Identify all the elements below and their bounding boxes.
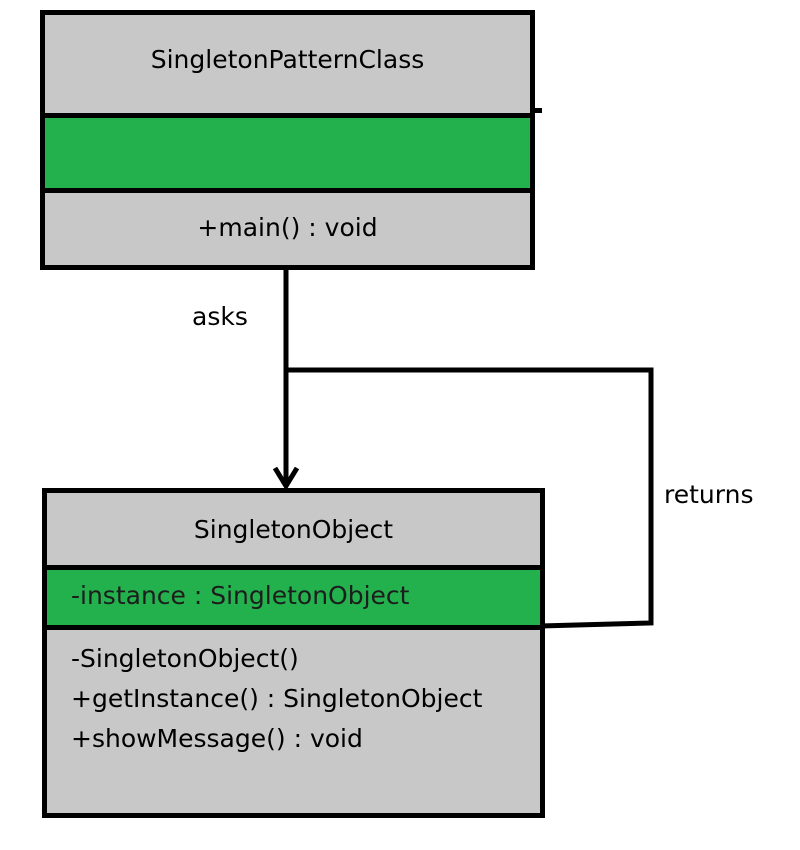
class-divider [45, 188, 530, 193]
class-name: SingletonObject [193, 515, 394, 544]
class-divider [45, 113, 530, 118]
method-constructor: -SingletonObject() [71, 644, 299, 673]
class-divider [47, 565, 540, 570]
attributes-compartment: -instance : SingletonObject [47, 570, 540, 625]
method-main: +main() : void [197, 213, 378, 242]
returns-line [286, 367, 654, 629]
divider-overhang [530, 108, 542, 113]
method-get-instance: +getInstance() : SingletonObject [71, 684, 483, 713]
asks-label: asks [192, 302, 248, 331]
asks-arrowhead [272, 466, 300, 491]
attributes-compartment [45, 118, 530, 188]
class-divider [47, 625, 540, 630]
class-name-compartment: SingletonPatternClass [45, 15, 530, 113]
attribute-instance: -instance : SingletonObject [71, 581, 410, 610]
class-name: SingletonPatternClass [150, 45, 425, 74]
class-name-compartment: SingletonObject [47, 493, 540, 565]
singleton-object-box: SingletonObject -instance : SingletonObj… [42, 488, 545, 818]
singleton-pattern-class-box: SingletonPatternClass +main() : void [40, 10, 535, 270]
returns-label: returns [664, 480, 754, 509]
method-show-message: +showMessage() : void [71, 724, 363, 753]
methods-compartment: -SingletonObject() +getInstance() : Sing… [47, 630, 540, 813]
methods-compartment: +main() : void [45, 193, 530, 265]
